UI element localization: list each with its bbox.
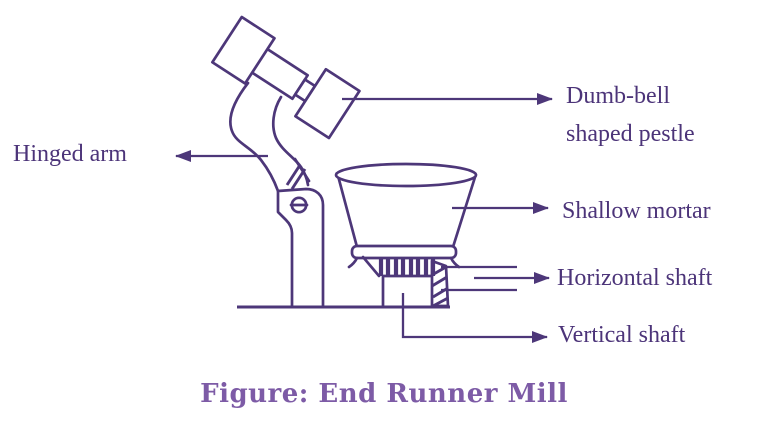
- pestle-head-top: [211, 15, 276, 85]
- vertical-shaft-pointer-arrow: [401, 293, 548, 343]
- dumb-bell-pestle: [211, 15, 361, 140]
- label-shallow-mortar: Shallow mortar: [562, 198, 711, 224]
- stand-post: [276, 187, 325, 307]
- collar-flare-left: [347, 256, 359, 269]
- bearing-stripes: [378, 259, 436, 276]
- collar-flare-right: [449, 256, 461, 269]
- arm-hatch-line: [290, 168, 307, 190]
- label-dumb-bell-pestle: Dumb-bell shaped pestle: [566, 83, 695, 147]
- label-hinged-arm: Hinged arm: [13, 141, 127, 167]
- bearing-band-edge: [361, 255, 381, 278]
- arm-hatch-line: [285, 164, 302, 186]
- mortar-collar: [350, 244, 458, 260]
- label-vertical-shaft: Vertical shaft: [558, 322, 686, 348]
- vertical-shaft-box: [381, 274, 434, 309]
- mortar-rim-opening: [334, 162, 478, 188]
- figure-caption: Figure: End Runner Mill: [200, 379, 568, 409]
- arm-wedge-edge: [293, 157, 311, 183]
- hinged-arm-outer-edge: [229, 81, 280, 193]
- label-horizontal-shaft: Horizontal shaft: [557, 265, 713, 291]
- pestle-head-bottom: [294, 67, 361, 140]
